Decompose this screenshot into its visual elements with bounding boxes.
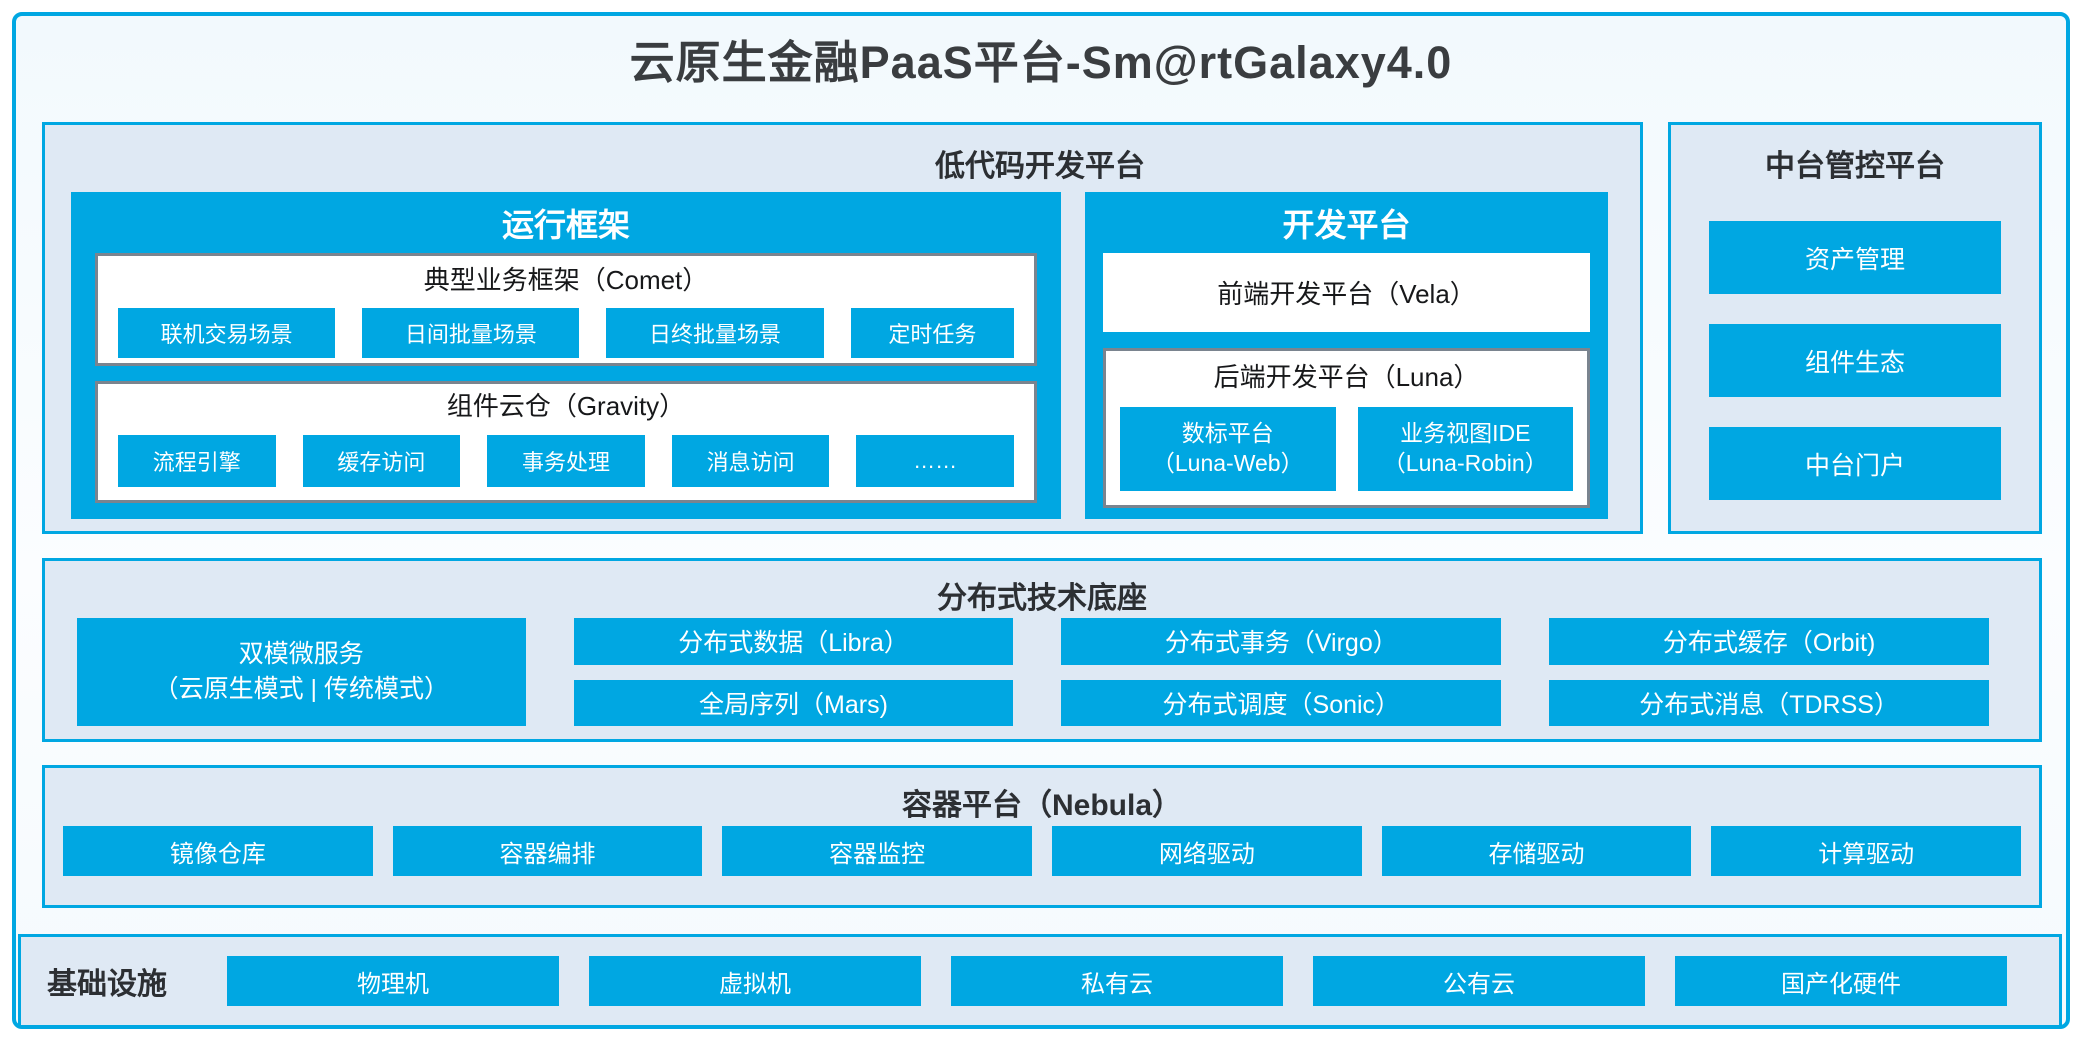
distributed-column: 分布式缓存（Orbit) 分布式消息（TDRSS） bbox=[1549, 618, 1989, 726]
panel-mid-platform-control: 中台管控平台 资产管理 组件生态 中台门户 bbox=[1668, 122, 2042, 534]
dual-mode-microservice-box: 双模微服务 （云原生模式 | 传统模式） bbox=[77, 618, 526, 726]
gravity-box-title: 组件云仓（Gravity） bbox=[446, 391, 686, 421]
distributed-item: 分布式调度（Sonic） bbox=[1061, 679, 1502, 726]
container-platform-item: 网络驱动 bbox=[1052, 826, 1362, 876]
comet-item: 联机交易场景 bbox=[118, 308, 336, 358]
distributed-item: 分布式数据（Libra） bbox=[573, 618, 1014, 665]
distributed-column: 分布式事务（Virgo） 分布式调度（Sonic） bbox=[1061, 618, 1502, 726]
luna-web-item: 数标平台 （Luna-Web） bbox=[1120, 407, 1336, 491]
low-code-platform-header: 低代码开发平台 bbox=[935, 150, 1145, 183]
distributed-item: 分布式缓存（Orbit) bbox=[1549, 618, 1989, 665]
dev-platform-header: 开发平台 bbox=[1282, 207, 1411, 243]
vela-frontend-box: 前端开发平台（Vela） bbox=[1103, 253, 1590, 332]
luna-robin-sublabel: （Luna-Robin） bbox=[1382, 450, 1548, 476]
luna-web-label: 数标平台 bbox=[1181, 420, 1274, 447]
comet-box-title: 典型业务框架（Comet） bbox=[423, 265, 709, 295]
gravity-item-ellipsis: …… bbox=[856, 435, 1014, 487]
luna-box-title: 后端开发平台（Luna） bbox=[1213, 362, 1480, 392]
luna-robin-label: 业务视图IDE bbox=[1400, 420, 1531, 447]
comet-item: 日终批量场景 bbox=[606, 308, 824, 358]
distributed-item: 分布式消息（TDRSS） bbox=[1549, 679, 1989, 726]
comet-item: 定时任务 bbox=[850, 308, 1014, 358]
comet-items-row: 联机交易场景 日间批量场景 日终批量场景 定时任务 bbox=[98, 308, 1034, 358]
runtime-framework-header: 运行框架 bbox=[501, 207, 630, 243]
gravity-items-row: 流程引擎 缓存访问 事务处理 消息访问 …… bbox=[98, 435, 1034, 487]
infrastructure-header: 基础设施 bbox=[47, 968, 167, 1001]
dual-mode-label: 双模微服务 bbox=[238, 640, 364, 668]
panel-container-platform: 容器平台（Nebula） 镜像仓库 容器编排 容器监控 网络驱动 存储驱动 计算… bbox=[42, 765, 2042, 908]
distributed-base-header: 分布式技术底座 bbox=[937, 582, 1147, 615]
distributed-column: 分布式数据（Libra） 全局序列（Mars) bbox=[573, 618, 1014, 726]
comet-item: 日间批量场景 bbox=[362, 308, 580, 358]
dual-mode-sublabel: （云原生模式 | 传统模式） bbox=[153, 675, 449, 703]
mid-platform-stack: 资产管理 组件生态 中台门户 bbox=[1671, 221, 2039, 500]
panel-infrastructure: 基础设施 物理机 虚拟机 私有云 公有云 国产化硬件 bbox=[18, 934, 2062, 1028]
container-platform-item: 容器监控 bbox=[722, 826, 1033, 876]
gravity-item: 流程引擎 bbox=[118, 435, 276, 487]
container-platform-header: 容器平台（Nebula） bbox=[901, 789, 1183, 822]
mid-platform-item: 中台门户 bbox=[1709, 427, 2001, 500]
panel-distributed-base: 分布式技术底座 双模微服务 （云原生模式 | 传统模式） 分布式数据（Libra… bbox=[42, 558, 2042, 742]
container-platform-row: 镜像仓库 容器编排 容器监控 网络驱动 存储驱动 计算驱动 bbox=[63, 826, 2022, 876]
block-runtime-framework: 运行框架 典型业务框架（Comet） 联机交易场景 日间批量场景 日终批量场景 … bbox=[71, 192, 1061, 519]
container-platform-item: 镜像仓库 bbox=[63, 826, 373, 876]
gravity-warehouse-box: 组件云仓（Gravity） 流程引擎 缓存访问 事务处理 消息访问 …… bbox=[95, 381, 1037, 503]
mid-platform-item: 资产管理 bbox=[1709, 221, 2001, 294]
infrastructure-item: 国产化硬件 bbox=[1675, 956, 2007, 1006]
infrastructure-row: 物理机 虚拟机 私有云 公有云 国产化硬件 bbox=[227, 956, 2007, 1006]
infrastructure-item: 公有云 bbox=[1313, 956, 1645, 1006]
block-dev-platform: 开发平台 前端开发平台（Vela） 后端开发平台（Luna） 数标平台 （Lun… bbox=[1085, 192, 1608, 519]
distributed-item: 全局序列（Mars) bbox=[573, 679, 1014, 726]
container-platform-item: 存储驱动 bbox=[1381, 826, 1692, 876]
luna-robin-item: 业务视图IDE （Luna-Robin） bbox=[1357, 407, 1573, 491]
container-platform-item: 容器编排 bbox=[392, 826, 703, 876]
gravity-item: 事务处理 bbox=[487, 435, 645, 487]
luna-web-sublabel: （Luna-Web） bbox=[1151, 450, 1304, 476]
gravity-item: 缓存访问 bbox=[302, 435, 461, 487]
luna-items-row: 数标平台 （Luna-Web） 业务视图IDE （Luna-Robin） bbox=[1106, 407, 1587, 491]
panel-low-code-platform: 低代码开发平台 运行框架 典型业务框架（Comet） 联机交易场景 日间批量场景… bbox=[42, 122, 1643, 534]
mid-platform-header: 中台管控平台 bbox=[1765, 150, 1945, 183]
luna-backend-box: 后端开发平台（Luna） 数标平台 （Luna-Web） 业务视图IDE （Lu… bbox=[1103, 348, 1590, 508]
comet-framework-box: 典型业务框架（Comet） 联机交易场景 日间批量场景 日终批量场景 定时任务 bbox=[95, 253, 1037, 366]
infrastructure-item: 虚拟机 bbox=[589, 956, 921, 1006]
distributed-row: 双模微服务 （云原生模式 | 传统模式） 分布式数据（Libra） 全局序列（M… bbox=[77, 618, 1989, 726]
gravity-item: 消息访问 bbox=[671, 435, 830, 487]
infrastructure-item: 物理机 bbox=[227, 956, 559, 1006]
distributed-item: 分布式事务（Virgo） bbox=[1061, 618, 1502, 665]
page-title: 云原生金融PaaS平台-Sm@rtGalaxy4.0 bbox=[629, 37, 1453, 88]
infrastructure-item: 私有云 bbox=[951, 956, 1283, 1006]
mid-platform-item: 组件生态 bbox=[1709, 324, 2001, 397]
container-platform-item: 计算驱动 bbox=[1711, 826, 2022, 876]
